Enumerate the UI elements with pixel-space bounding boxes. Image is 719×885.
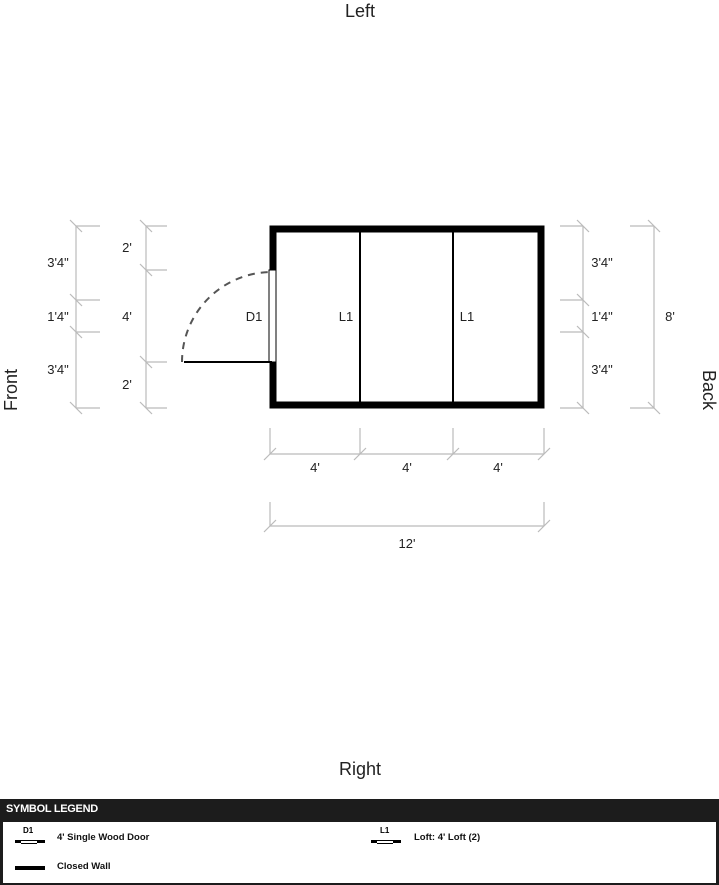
side-label-right: Right [339, 759, 381, 779]
dimension-label: 1'4" [47, 309, 69, 324]
floor-plan: Left Right Front Back D1 L1 L1 [1, 1, 719, 779]
legend-box: D1 4' Single Wood Door L1 Loft: 4' Loft … [3, 822, 716, 883]
symbol-legend: SYMBOL LEGEND D1 4' Single Wood Door L1 … [0, 799, 719, 885]
side-label-back: Back [699, 370, 719, 411]
dimension-label: 4' [122, 309, 132, 324]
door-legend-icon: D1 [15, 826, 45, 844]
dimension-label: 3'4" [47, 362, 69, 377]
dimension-label: 3'4" [591, 362, 613, 377]
legend-label: Loft: 4' Loft (2) [414, 832, 481, 843]
legend-label: 4' Single Wood Door [57, 832, 150, 843]
legend-label: Closed Wall [57, 861, 111, 872]
dimension-label: 4' [402, 460, 412, 475]
dimension-label: 8' [665, 309, 675, 324]
legend-title: SYMBOL LEGEND [6, 803, 98, 815]
closed-wall-legend-icon [15, 866, 45, 870]
door-symbol [181, 269, 277, 363]
side-label-left: Left [345, 1, 375, 21]
building-walls [269, 225, 545, 409]
dimension-label: 3'4" [47, 255, 69, 270]
dimension-label: 2' [122, 240, 132, 255]
door-label: D1 [246, 309, 263, 324]
dimension-label: 4' [493, 460, 503, 475]
loft-label: L1 [339, 309, 353, 324]
dimension-label: 3'4" [591, 255, 613, 270]
dimension-label: 12' [399, 536, 416, 551]
loft-label: L1 [460, 309, 474, 324]
dimension-label: 4' [310, 460, 320, 475]
side-label-front: Front [1, 369, 21, 411]
dimension-label: 1'4" [591, 309, 613, 324]
dimension-lines [69, 219, 661, 533]
dimension-label: 2' [122, 377, 132, 392]
legend-code: D1 [23, 826, 34, 835]
loft-legend-icon: L1 [371, 826, 401, 844]
legend-code: L1 [380, 826, 390, 835]
